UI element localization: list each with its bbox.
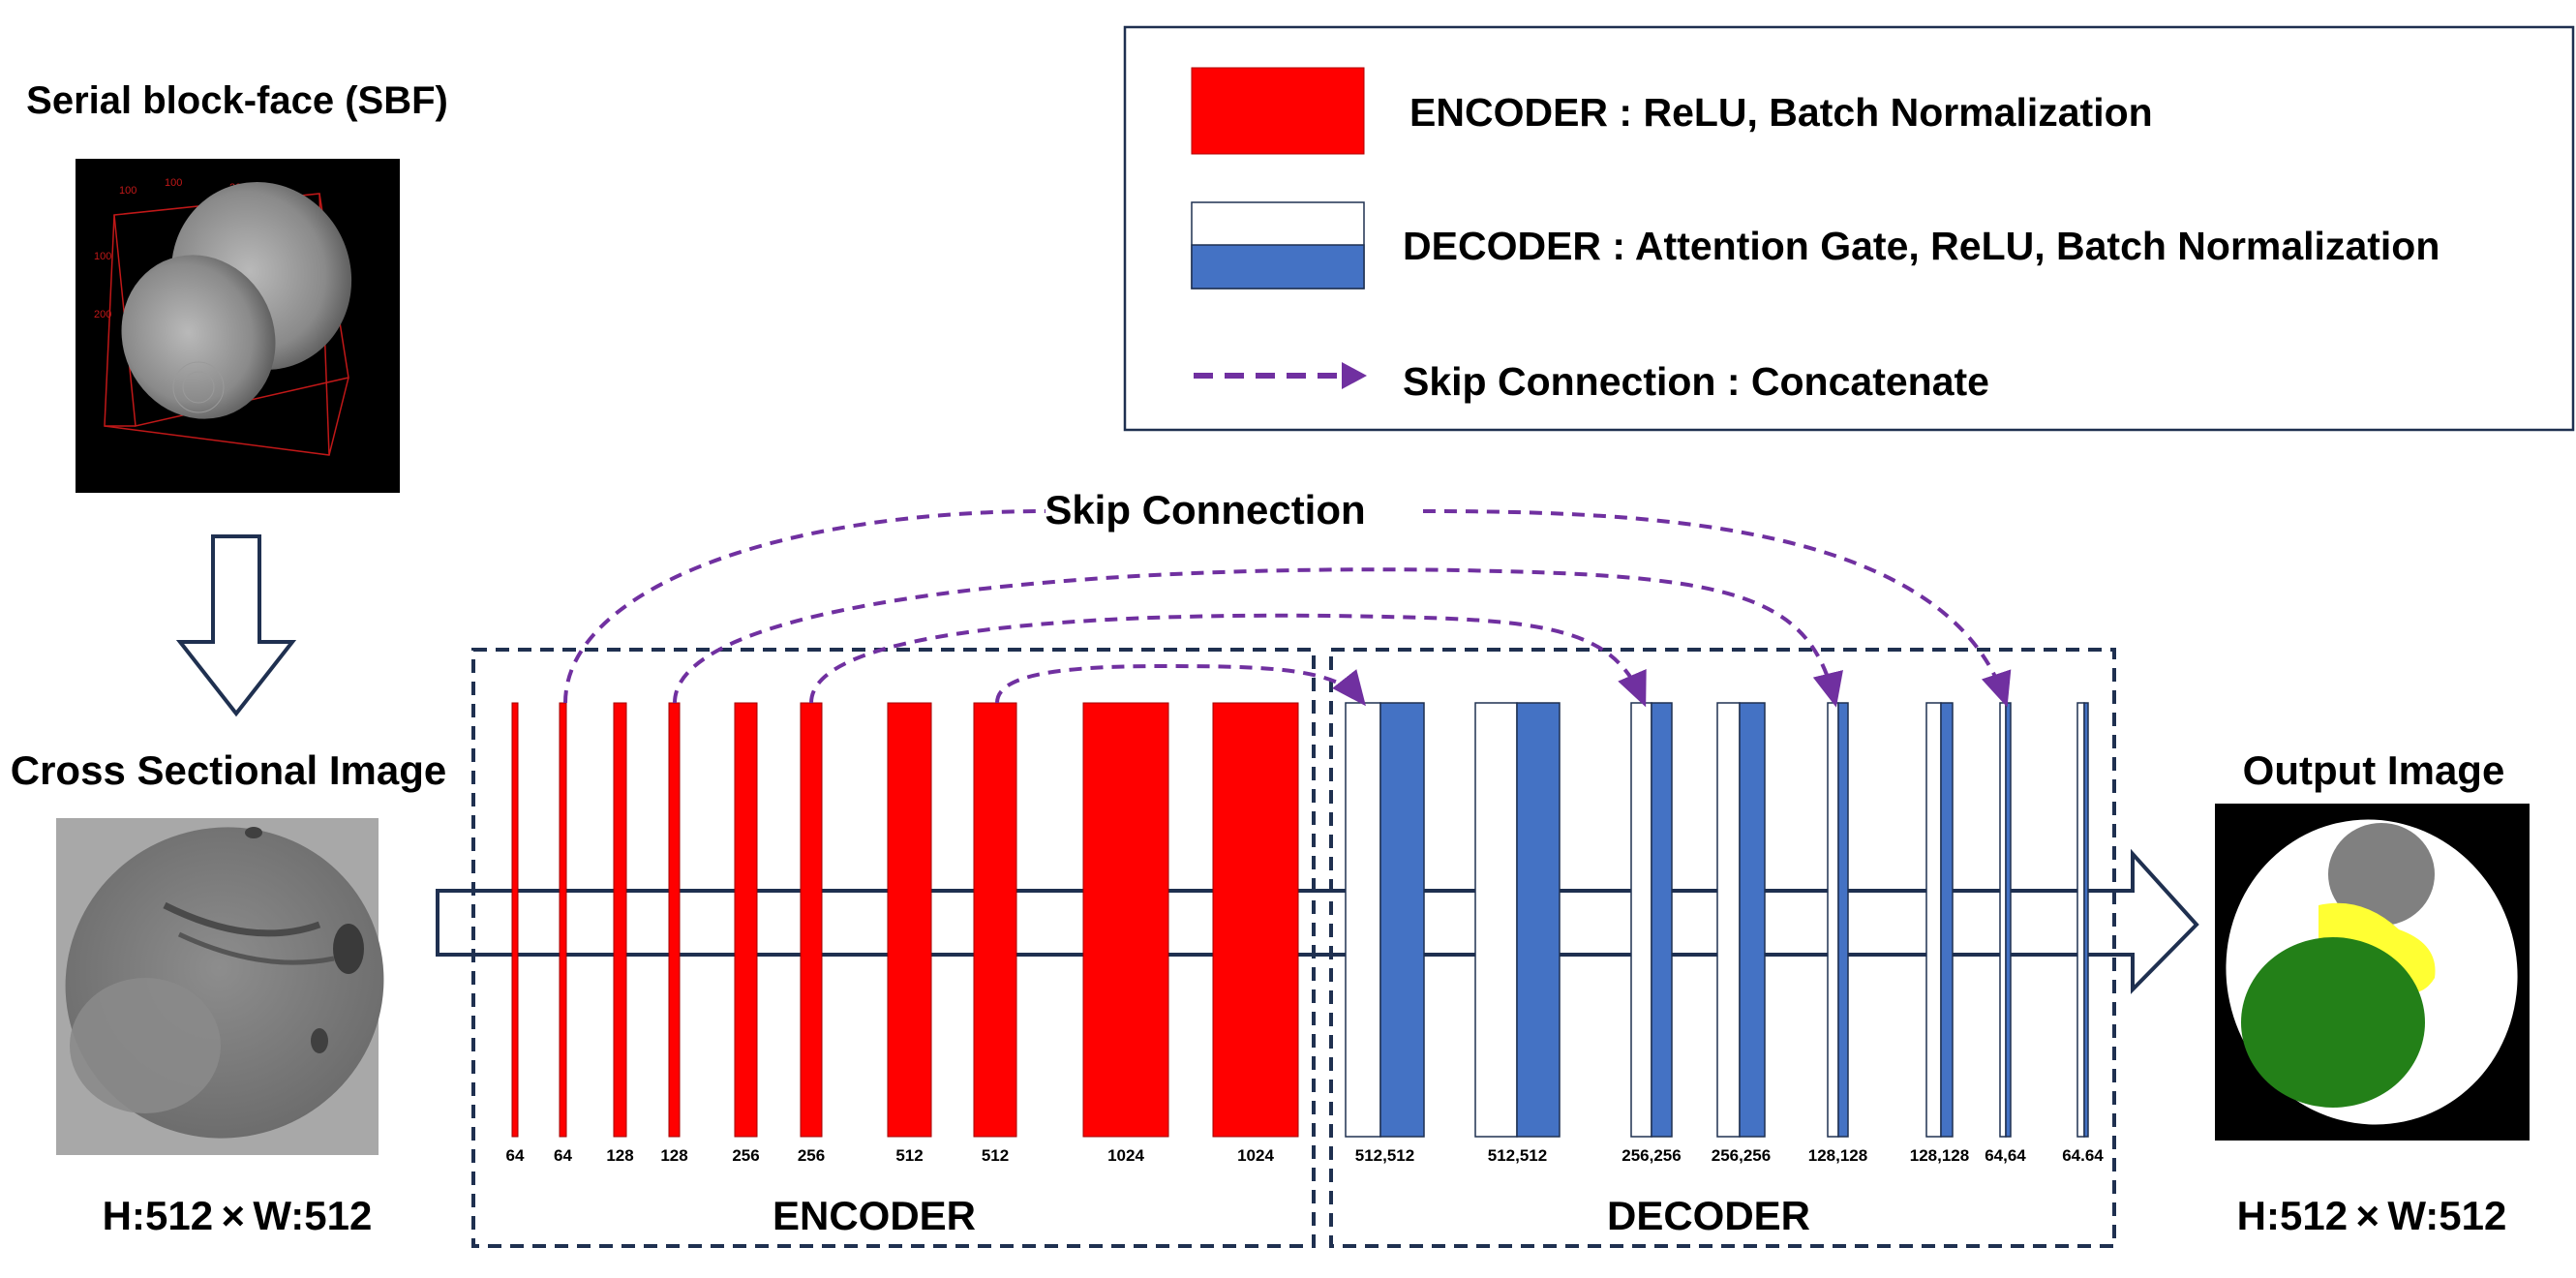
- decoder-block-label: 512,512: [1355, 1146, 1414, 1165]
- legend-decoder-swatch: [1191, 244, 1365, 289]
- skip-connection-arc: [673, 567, 1843, 708]
- main-flow-arrow: [436, 848, 2199, 994]
- encoder-block-label: 512: [982, 1146, 1009, 1165]
- decoder-block-conv: [1379, 702, 1425, 1138]
- encoder-block-label: 128: [660, 1146, 687, 1165]
- skip-connection-arc: [1422, 509, 2012, 708]
- sbf-axis-tick: 200: [94, 309, 111, 320]
- output-title: Output Image: [2243, 747, 2505, 793]
- decoder-block-conv: [2083, 702, 2089, 1138]
- encoder-block: [887, 702, 932, 1138]
- encoder-block: [511, 702, 519, 1138]
- sbf-axis-tick: 100: [165, 177, 182, 189]
- decoder-block: [1827, 702, 1849, 1138]
- output-size-label: H:512 × W:512: [2237, 1193, 2507, 1238]
- encoder-block-label: 64: [506, 1146, 525, 1165]
- encoder-block: [613, 702, 627, 1138]
- input-size-label: H:512 × W:512: [103, 1193, 373, 1238]
- legend: ENCODER : ReLU, Batch Normalization DECO…: [1123, 25, 2575, 432]
- decoder-block-label: 64.64: [2062, 1146, 2104, 1165]
- encoder-block-label: 512: [895, 1146, 923, 1165]
- decoder-block-conv: [1837, 702, 1849, 1138]
- encoder-block: [1082, 702, 1169, 1138]
- decoder-block-attention: [1345, 702, 1381, 1138]
- encoder-block: [1212, 702, 1299, 1138]
- encoder-block: [559, 702, 567, 1138]
- decoder-block: [1474, 702, 1561, 1138]
- encoder-title: ENCODER: [773, 1193, 976, 1238]
- decoder-block-conv: [1940, 702, 1954, 1138]
- decoder-block: [1716, 702, 1766, 1138]
- encoder-block: [800, 702, 823, 1138]
- legend-decoder-label: DECODER : Attention Gate, ReLU, Batch No…: [1403, 224, 2440, 268]
- decoder-block-attention: [1925, 702, 1942, 1138]
- decoder-block: [1630, 702, 1673, 1138]
- decoder-block: [2076, 702, 2089, 1138]
- down-arrow-icon: [175, 534, 297, 717]
- skip-connection-arc: [563, 509, 1046, 704]
- decoder-block-conv: [2005, 702, 2012, 1138]
- encoder-block: [668, 702, 681, 1138]
- encoder-frame: [471, 648, 1316, 1248]
- decoder-block-attention: [1716, 702, 1741, 1138]
- decoder-title: DECODER: [1607, 1193, 1810, 1238]
- decoder-block-label: 128,128: [1808, 1146, 1867, 1165]
- sbf-axis-tick: 100: [119, 185, 136, 197]
- decoder-block: [1345, 702, 1425, 1138]
- sbf-axis-tick: 100: [94, 251, 111, 262]
- decoder-blocks: 512,512 512,512 256,256 256,256 128,128 128,1…: [1345, 702, 2104, 1165]
- decoder-block: [1999, 702, 2012, 1138]
- encoder-block-label: 64: [554, 1146, 572, 1165]
- decoder-block-attention: [2076, 702, 2085, 1138]
- decoder-block-conv: [1651, 702, 1673, 1138]
- decoder-block-attention: [1827, 702, 1839, 1138]
- skip-connection-arc: [995, 663, 1366, 707]
- decoder-block-label: 256,256: [1621, 1146, 1681, 1165]
- encoder-blocks: 64 64 128 128 256 256 512 512 1024 1024: [506, 702, 1299, 1165]
- encoder-block-label: 1024: [1107, 1146, 1144, 1165]
- decoder-block-attention: [1474, 702, 1518, 1138]
- skip-connection-arc: [809, 613, 1647, 708]
- encoder-block-label: 256: [732, 1146, 759, 1165]
- skip-connections: [563, 509, 2012, 708]
- decoder-frame: [1329, 648, 2116, 1248]
- decoder-block-conv: [1516, 702, 1561, 1138]
- cross-section-title: Cross Sectional Image: [11, 747, 447, 793]
- decoder-block-label: 256,256: [1712, 1146, 1771, 1165]
- decoder-block-label: 128,128: [1910, 1146, 1969, 1165]
- encoder-block: [734, 702, 758, 1138]
- decoder-block-attention: [1630, 702, 1652, 1138]
- encoder-block-label: 256: [798, 1146, 825, 1165]
- decoder-block-label: 512,512: [1488, 1146, 1547, 1165]
- encoder-block-label: 1024: [1237, 1146, 1274, 1165]
- legend-encoder-swatch: [1191, 67, 1365, 155]
- encoder-block: [973, 702, 1017, 1138]
- sbf-title: Serial block-face (SBF): [26, 79, 448, 122]
- sbf-render-image: 100 100 200 100 200: [76, 159, 400, 493]
- legend-skip-label: Skip Connection : Concatenate: [1403, 359, 1989, 404]
- cross-section-image: [56, 818, 384, 1155]
- skip-connection-title: Skip Connection: [1045, 487, 1365, 532]
- decoder-block-attention: [1999, 702, 2007, 1138]
- legend-encoder-label: ENCODER : ReLU, Batch Normalization: [1409, 90, 2153, 135]
- decoder-block: [1925, 702, 1954, 1138]
- output-image: [2215, 804, 2530, 1141]
- decoder-block-label: 64,64: [1985, 1146, 2026, 1165]
- encoder-block-label: 128: [606, 1146, 633, 1165]
- decoder-block-conv: [1739, 702, 1766, 1138]
